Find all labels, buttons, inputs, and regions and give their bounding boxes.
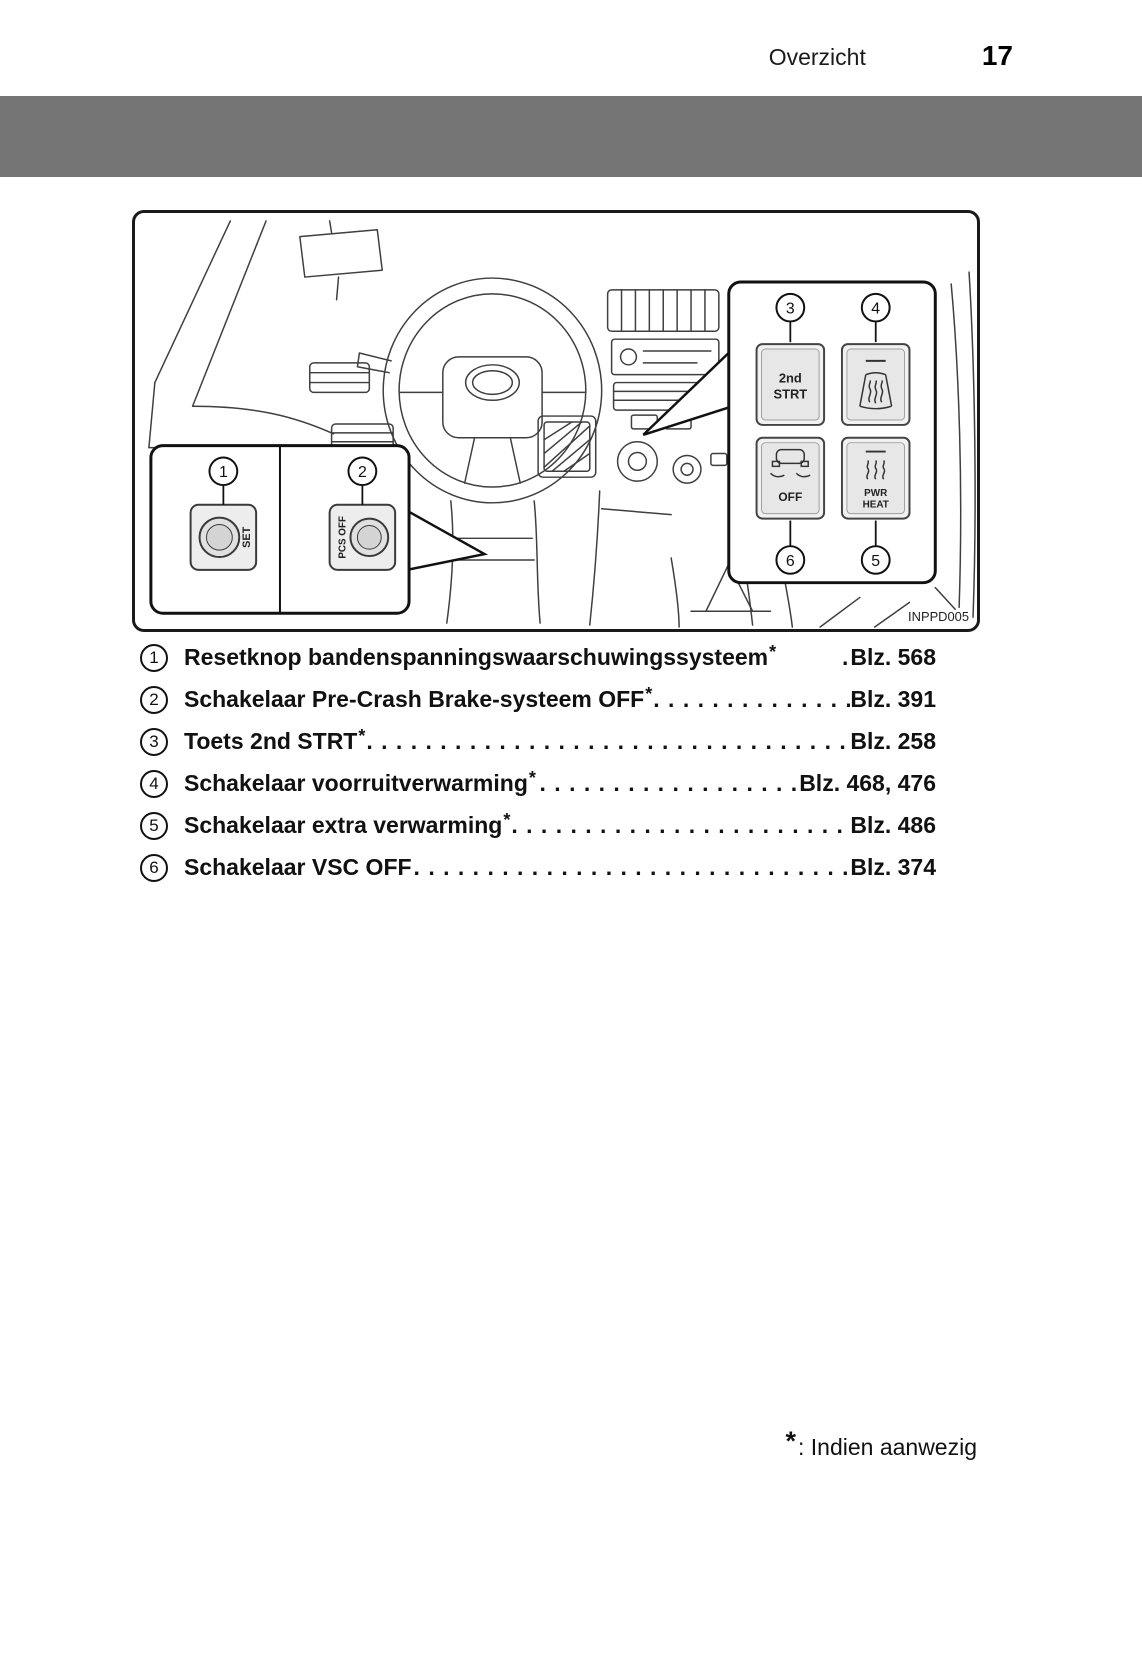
pwr-heat-label-line2: HEAT	[863, 500, 889, 511]
callout-2-number: 2	[358, 464, 367, 481]
callout-6: 6	[775, 520, 806, 575]
second-start-switch: 2nd STRT	[755, 343, 826, 426]
legend-label: Schakelaar VSC OFF	[184, 852, 413, 881]
left-inset: SET 1 PCS OFF 2	[149, 444, 411, 615]
asterisk: *	[503, 810, 511, 830]
asterisk: *	[528, 768, 536, 788]
asterisk: *	[785, 1426, 796, 1456]
second-start-label-line2: STRT	[773, 386, 807, 401]
legend-label: Toets 2nd STRT*	[184, 726, 365, 755]
windshield-defroster-switch	[840, 343, 911, 426]
dot-leader: . . . . . . . . . . . . . . . . . . . . …	[511, 812, 851, 838]
pwr-heat-label-line1: PWR	[864, 488, 887, 499]
asterisk: *	[358, 726, 366, 746]
center-stack	[589, 289, 754, 626]
callout-4-number: 4	[871, 301, 880, 318]
switch-panel-target	[537, 415, 597, 478]
page-reference: Blz. 391	[850, 686, 936, 712]
tire-pressure-reset-button: SET	[189, 503, 258, 571]
figure-code: INPPD005	[908, 609, 969, 624]
legend-label-text: Schakelaar extra verwarming	[184, 812, 503, 838]
legend-label: Schakelaar extra verwarming*	[184, 810, 510, 839]
callout-3-number: 3	[786, 301, 795, 318]
legend-number-circle: 3	[140, 728, 168, 756]
callout-1-number: 1	[219, 464, 228, 481]
callout-5-number: 5	[871, 553, 880, 570]
legend-label-text: Resetknop bandenspanningswaarschuwingssy…	[184, 644, 769, 670]
page-reference: Blz. 486	[850, 812, 936, 838]
page-header: Overzicht 17	[769, 40, 1013, 72]
page-reference: Blz. 374	[850, 854, 936, 880]
vsc-off-switch: OFF	[755, 436, 826, 520]
callout-5: 5	[860, 520, 891, 575]
page-reference: Blz. 468, 476	[799, 770, 936, 796]
callout-1: 1	[208, 456, 239, 505]
vsc-off-label: OFF	[778, 490, 802, 504]
pcs-off-button-label: PCS OFF	[337, 516, 348, 559]
second-start-label-line1: 2nd	[779, 371, 802, 386]
right-inset: 3 4 2nd STRT	[727, 280, 937, 585]
car-skid-icon	[769, 448, 811, 478]
legend-number-circle: 2	[140, 686, 168, 714]
legend-item-3: 3 Toets 2nd STRT* . . . . . . . . . . . …	[140, 726, 936, 758]
legend-item-2: 2 Schakelaar Pre-Crash Brake-systeem OFF…	[140, 684, 936, 716]
pwr-heat-switch: PWR HEAT	[840, 436, 911, 520]
dot-leader: . . . . . . . . . . . . . . . . . . . . …	[413, 854, 851, 880]
windshield-defroster-icon	[859, 359, 893, 410]
page-number: 17	[981, 40, 1013, 71]
steering-wheel	[356, 277, 603, 504]
legend-item-6: 6 Schakelaar VSC OFF . . . . . . . . . .…	[140, 852, 936, 884]
chapter-band	[0, 96, 1142, 177]
dot-leader: . . . . . . . . . . . . . . . . . .	[539, 770, 799, 796]
page-reference: Blz. 258	[850, 728, 936, 754]
asterisk: *	[645, 684, 653, 704]
callout-3: 3	[775, 292, 806, 343]
page-reference: Blz. 568	[850, 644, 936, 670]
footnote-text: : Indien aanwezig	[797, 1434, 977, 1460]
callout-6-number: 6	[786, 553, 795, 570]
heat-waves-icon	[865, 450, 886, 480]
pcs-off-button: PCS OFF	[328, 503, 397, 571]
callout-2: 2	[347, 456, 378, 505]
rearview-mirror	[299, 229, 383, 278]
legend-label-text: Toets 2nd STRT	[184, 728, 358, 754]
legend-number-circle: 5	[140, 812, 168, 840]
dot-leader: . . . . . . . . . . . . . .	[653, 686, 851, 712]
dot-leader: . . . . . . . . . . . . . . . . . . . . …	[366, 728, 851, 754]
legend-label: Resetknop bandenspanningswaarschuwingssy…	[184, 642, 776, 671]
footnote: *: Indien aanwezig	[785, 1426, 977, 1461]
dot-leader: .	[841, 644, 850, 670]
left-inset-pointer	[405, 508, 489, 572]
legend-item-1: 1 Resetknop bandenspanningswaarschuwings…	[140, 642, 936, 674]
legend-label-text: Schakelaar VSC OFF	[184, 854, 412, 880]
legend-number-circle: 4	[140, 770, 168, 798]
dashboard-figure: SET 1 PCS OFF 2	[132, 210, 980, 632]
legend-number-circle: 6	[140, 854, 168, 882]
legend-label-text: Schakelaar Pre-Crash Brake-systeem OFF	[184, 686, 645, 712]
legend-list: 1 Resetknop bandenspanningswaarschuwings…	[140, 642, 936, 894]
legend-label-text: Schakelaar voorruitverwarming	[184, 770, 528, 796]
legend-item-5: 5 Schakelaar extra verwarming* . . . . .…	[140, 810, 936, 842]
legend-item-4: 4 Schakelaar voorruitverwarming* . . . .…	[140, 768, 936, 800]
callout-4: 4	[860, 292, 891, 343]
set-button-label: SET	[241, 526, 253, 547]
legend-label: Schakelaar voorruitverwarming*	[184, 768, 536, 797]
legend-label: Schakelaar Pre-Crash Brake-systeem OFF*	[184, 684, 652, 713]
legend-number-circle: 1	[140, 644, 168, 672]
asterisk: *	[769, 642, 777, 662]
dashboard-illustration: SET 1 PCS OFF 2	[148, 220, 976, 628]
section-title: Overzicht	[768, 44, 866, 70]
